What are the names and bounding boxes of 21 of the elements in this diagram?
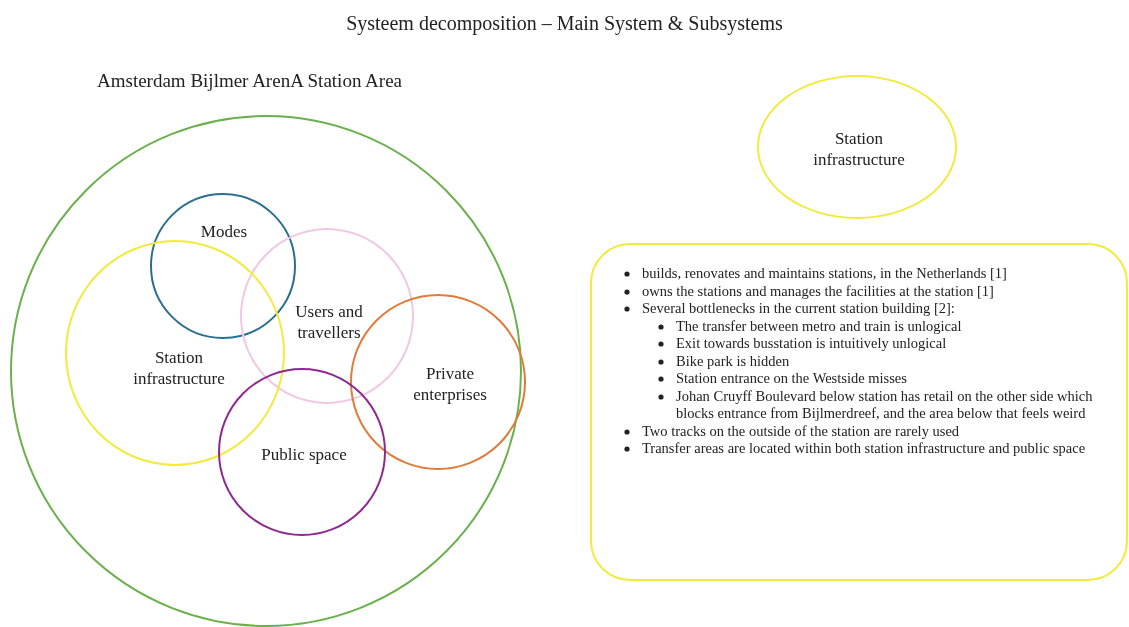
circle-label: Modes [199,220,249,242]
diagram-title: Systeem decomposition – Main System & Subsystems [345,12,784,35]
circle-label: Users and travellers [294,301,364,343]
circle-label: Public space [260,443,348,465]
bullet-text: Bike park is hidden [676,352,790,369]
bullet-text: Exit towards busstation is intuitively unlogical [676,335,947,351]
bullet-text: Johan Cruyff Boulevard below station has retail on the other side which blocks entrance from Bijlmerdreef, and the area below that feels weird [676,387,1093,421]
subsystem-circle [757,75,957,219]
bullet-text: Station entrance on the Westside misses [676,370,907,386]
bullet-text: The transfer between metro and train is unlogical [676,317,962,334]
info-panel [590,243,1128,581]
area-heading: Amsterdam Bijlmer ArenA Station Area [97,70,402,92]
bullet-text: builds, renovates and maintains stations, in the Netherlands [1] [642,265,1007,281]
circle-label: Station infrastructure [812,128,906,170]
subsystem-circle [150,193,296,339]
circle-label: Station infrastructure [132,347,226,389]
bullet-text: Several bottlenecks in the current station building [2]: [642,300,955,316]
bullet-text: Two tracks on the outside of the station are rarely used [642,422,960,439]
circle-label: Private enterprises [412,363,488,405]
bullet-text: Transfer areas are located within both station infrastructure and public space [642,440,1086,456]
bullet-text: owns the stations and manages the facilities at the station [1] [642,282,994,299]
